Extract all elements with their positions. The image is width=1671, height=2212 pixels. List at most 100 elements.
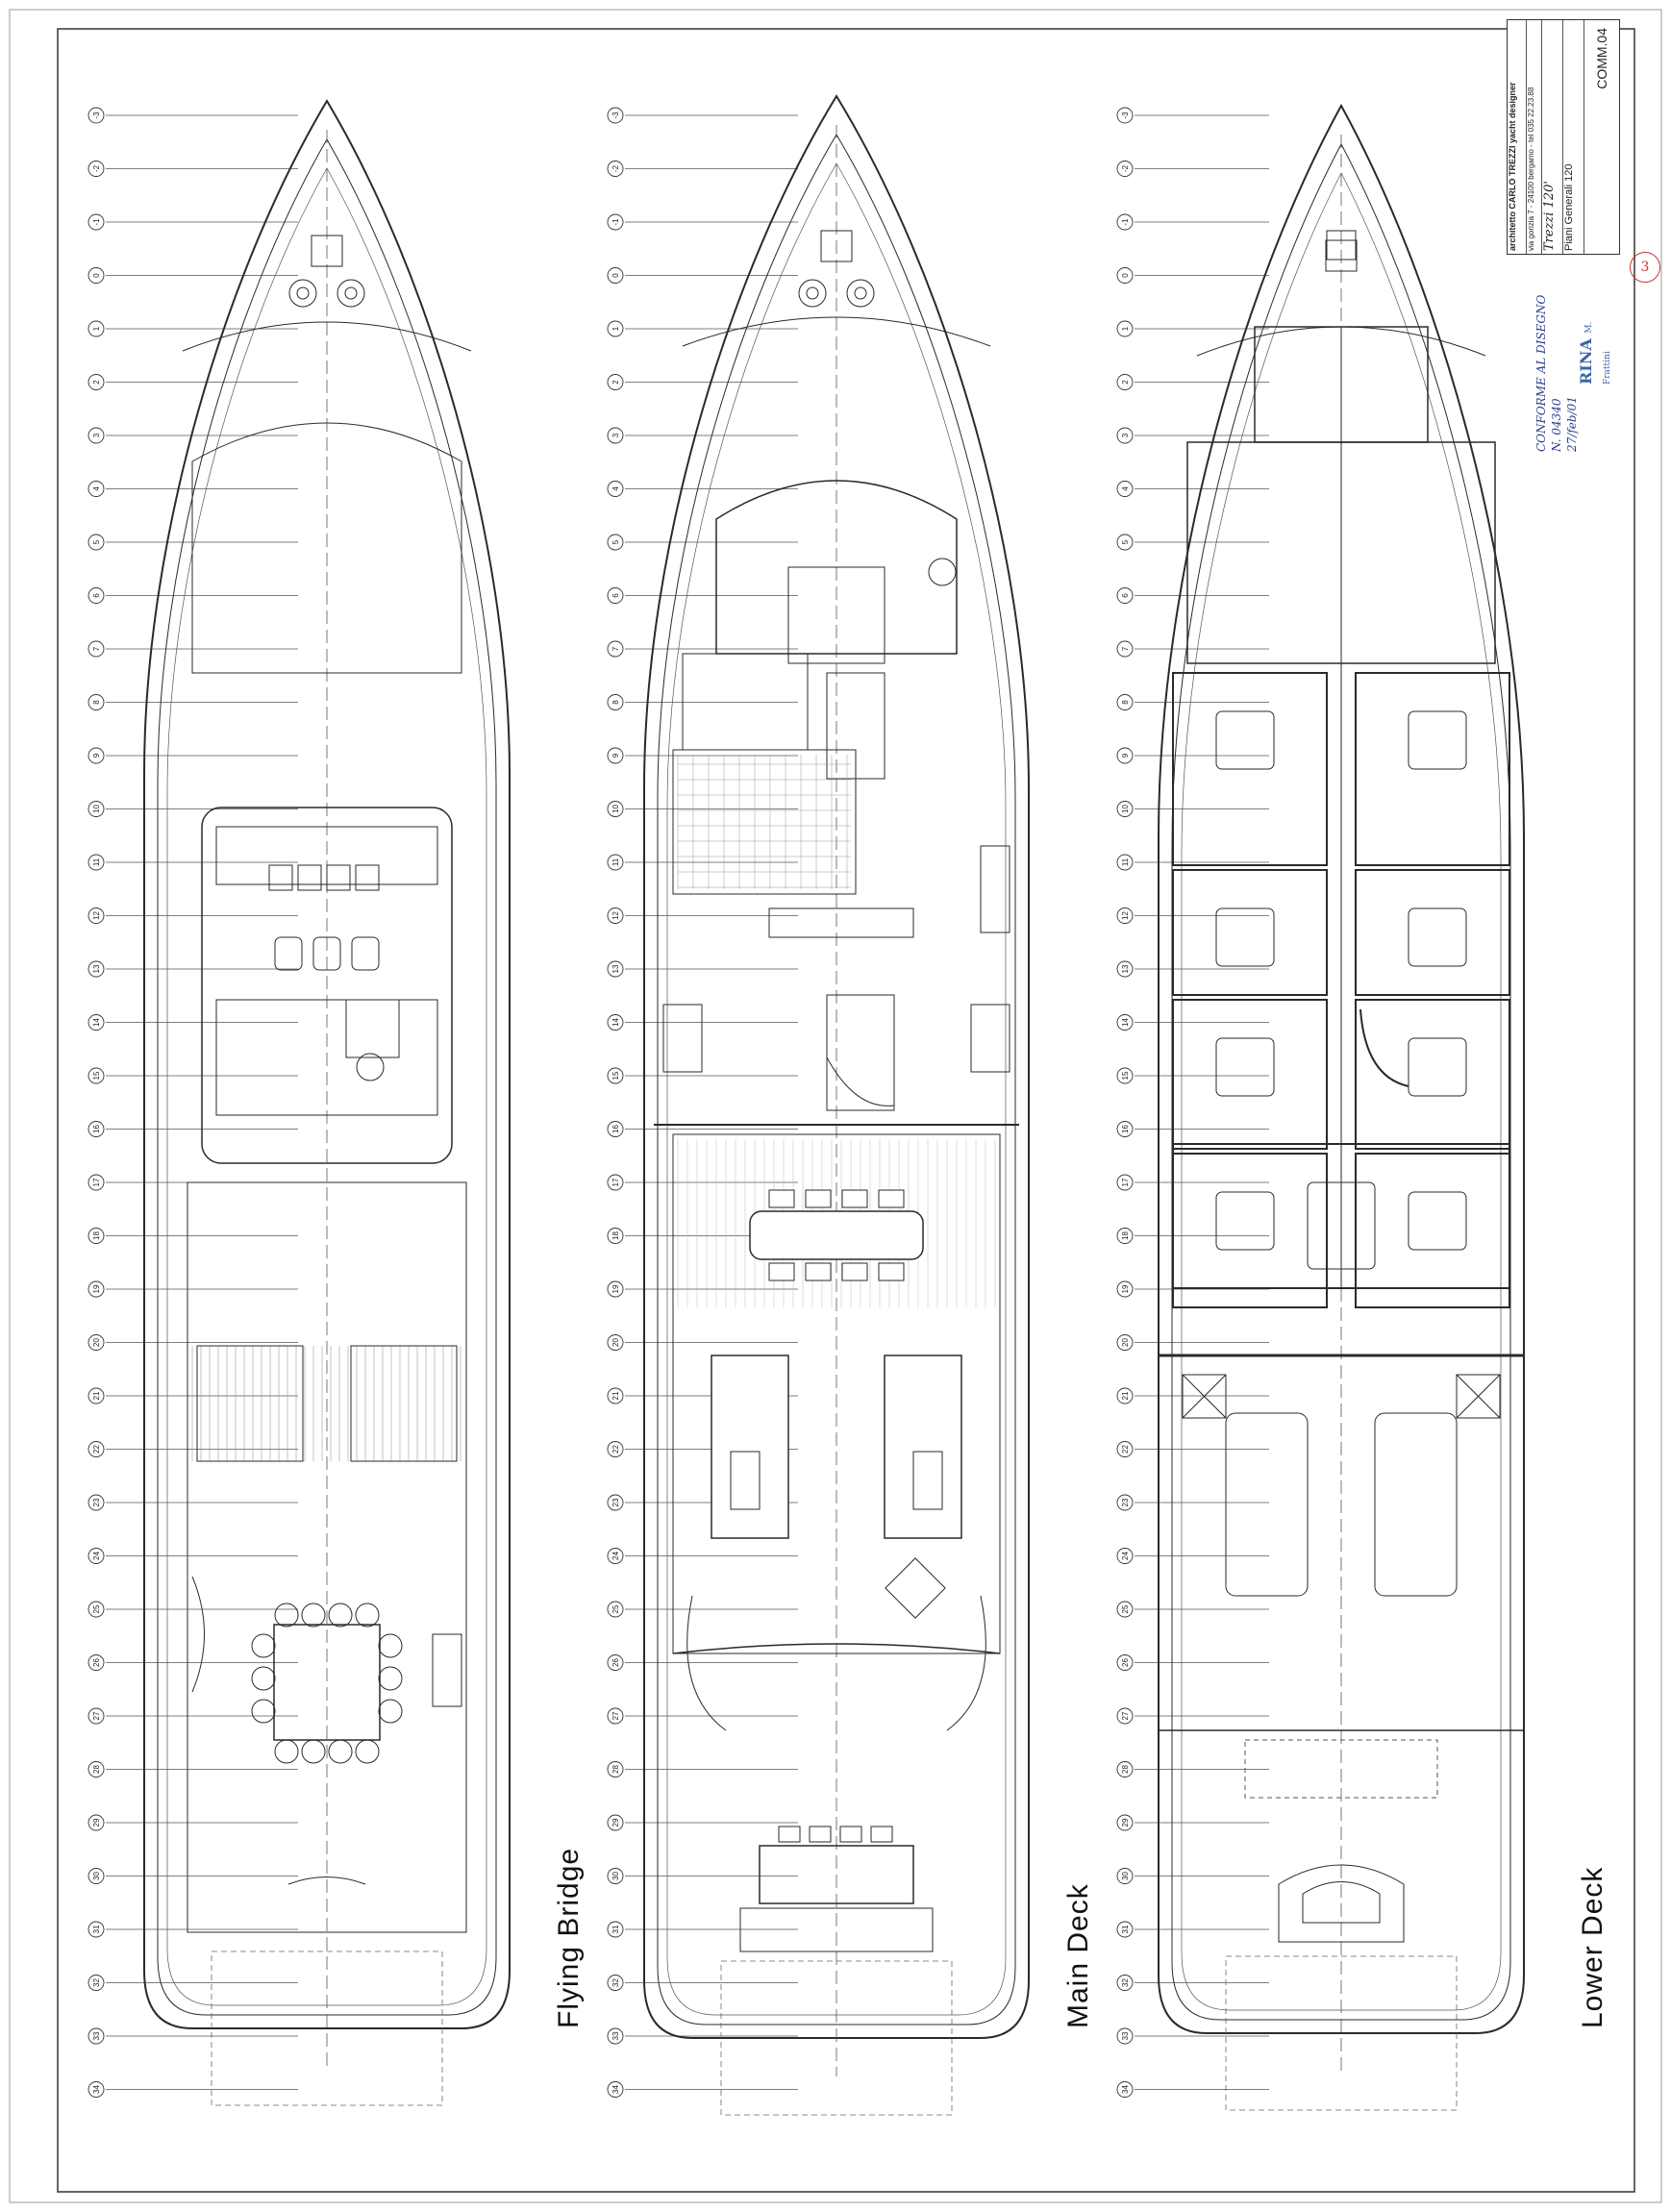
frame-marker <box>607 1975 624 1991</box>
frame-number: 10 <box>92 805 101 813</box>
frame-marker <box>607 427 624 444</box>
frame-number: 28 <box>92 1765 101 1774</box>
frame-number: 4 <box>1121 486 1130 491</box>
sofa-port <box>711 1355 789 1539</box>
aft-sofa <box>739 1907 934 1952</box>
frame-marker <box>607 1601 624 1618</box>
stern-rail <box>287 1876 366 1885</box>
frame-number: 17 <box>92 1178 101 1186</box>
frame-marker <box>607 1814 624 1831</box>
frame-marker <box>607 1921 624 1938</box>
aft-table <box>759 1845 914 1904</box>
frame-marker <box>1116 1441 1134 1457</box>
frame-marker <box>607 960 624 978</box>
frame-number: 32 <box>92 1978 101 1987</box>
frame-number: 25 <box>611 1604 620 1613</box>
stair-curve <box>826 1056 895 1106</box>
guest-cabin-stbd <box>1355 869 1510 996</box>
frame-marker <box>1116 854 1134 871</box>
frame-number: 12 <box>1121 911 1130 920</box>
frame-number: 22 <box>611 1445 620 1454</box>
bar-stool <box>356 1053 385 1081</box>
frame-number: 10 <box>1121 805 1130 813</box>
hull-outline <box>143 99 511 2029</box>
chair <box>251 1633 276 1658</box>
fuel-tank-x <box>1456 1374 1501 1419</box>
frame-marker <box>87 907 105 924</box>
windlass <box>288 279 317 308</box>
frame-number: 18 <box>611 1231 620 1240</box>
frame-marker <box>87 213 105 231</box>
dining-chair <box>805 1262 832 1281</box>
frame-number: 33 <box>611 2031 620 2040</box>
frame-marker <box>607 1121 624 1137</box>
deck-label-main-deck: Main Deck <box>1062 1883 1094 2028</box>
guest-cabin-port <box>1172 672 1328 866</box>
vip-bed <box>1307 1181 1376 1270</box>
frame-number: 26 <box>611 1658 620 1667</box>
frame-marker <box>607 1441 624 1457</box>
frame-marker <box>607 1228 624 1244</box>
master-bed <box>787 566 885 664</box>
frame-marker <box>87 1121 105 1137</box>
frame-marker <box>1116 320 1134 337</box>
rina-stamp: RINA M. Frattini <box>1577 288 1615 385</box>
frame-marker <box>1116 907 1134 924</box>
engine-stbd <box>1374 1412 1458 1597</box>
windlass-drum <box>806 286 819 300</box>
frame-marker <box>1116 1121 1134 1137</box>
coffee-table <box>912 1451 943 1510</box>
frame-number: 7 <box>92 646 101 651</box>
frame-marker <box>607 1014 624 1031</box>
bow-hatch <box>311 235 343 267</box>
frame-marker <box>1116 161 1134 177</box>
foredeck-line <box>182 321 472 352</box>
frame-marker <box>87 1280 105 1298</box>
frame-number: 16 <box>1121 1125 1130 1133</box>
berth <box>1408 1191 1467 1251</box>
frame-marker <box>1116 587 1134 604</box>
frame-number: 8 <box>1121 700 1130 705</box>
frame-marker <box>1116 1387 1134 1404</box>
frame-number: -3 <box>1121 112 1130 119</box>
frame-marker <box>1116 1494 1134 1511</box>
chair <box>301 1603 326 1628</box>
frame-marker <box>607 587 624 604</box>
frame-number: 19 <box>1121 1284 1130 1293</box>
berth <box>1215 1191 1275 1251</box>
aft-chair <box>870 1826 893 1843</box>
frame-marker <box>607 161 624 177</box>
frame-number: 15 <box>1121 1071 1130 1080</box>
frame-number: 32 <box>1121 1978 1130 1987</box>
coffee-table <box>730 1451 761 1510</box>
frame-marker <box>87 1975 105 1991</box>
frame-marker <box>87 640 105 658</box>
main-salon <box>672 1133 1001 1654</box>
deck-label-flying-bridge: Flying Bridge <box>553 1847 585 2028</box>
frame-number: -2 <box>1121 164 1130 172</box>
frame-marker <box>607 1654 624 1671</box>
engine-port <box>1225 1412 1309 1597</box>
frame-marker <box>1116 107 1134 124</box>
helm-seat <box>274 936 303 971</box>
frame-number: 16 <box>611 1125 620 1133</box>
sunpad-stbd <box>350 1345 458 1462</box>
frame-marker <box>87 1868 105 1884</box>
chair <box>328 1603 353 1628</box>
bow-sunpad <box>191 422 462 674</box>
aft-chair <box>809 1826 832 1843</box>
frame-marker <box>87 587 105 604</box>
frame-number: 23 <box>1121 1498 1130 1506</box>
frame-number: 29 <box>611 1818 620 1827</box>
frame-number: 19 <box>92 1284 101 1293</box>
spiral-stair <box>191 1576 205 1693</box>
chair <box>274 1603 299 1628</box>
frame-marker <box>1116 1280 1134 1298</box>
frame-marker <box>607 267 624 284</box>
frame-number: 6 <box>1121 593 1130 598</box>
frame-marker <box>87 427 105 444</box>
master-suite <box>715 480 958 655</box>
game-table <box>885 1557 946 1619</box>
frame-marker <box>87 1761 105 1777</box>
